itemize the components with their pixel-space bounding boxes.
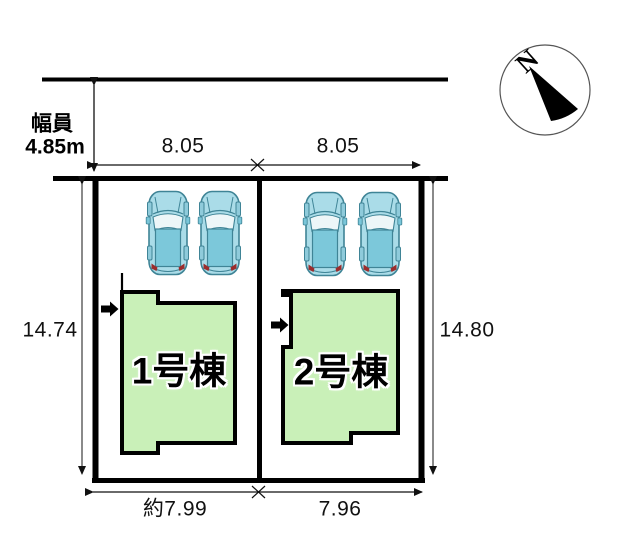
car [197, 190, 243, 276]
lot1-frontage-top-dimension: 8.05 [161, 134, 205, 158]
building-1-label: 1号棟 [131, 350, 227, 392]
road-width-label: 幅員 [31, 112, 73, 136]
road-width-value: 4.85m [25, 135, 85, 159]
building-2-footprint [281, 289, 400, 445]
top-dimension-tick [250, 158, 265, 172]
building-1-entrance-arrow-icon [101, 301, 119, 317]
building-2-label: 2号棟 [293, 351, 389, 393]
bottom-dimension-tick [251, 485, 266, 499]
building-2-entrance-arrow-icon [271, 317, 289, 333]
lot1-frontage-bottom-dimension: 約7.99 [142, 497, 208, 521]
compass: N [499, 43, 591, 136]
car [145, 190, 191, 276]
car [357, 191, 403, 277]
lot2-frontage-top-dimension: 8.05 [316, 134, 360, 158]
lot2-depth-dimension: 14.80 [439, 318, 495, 342]
parking-cars [145, 190, 403, 277]
lot2-frontage-bottom-dimension: 7.96 [318, 497, 362, 521]
lot1-depth-dimension: 14.74 [22, 318, 78, 342]
building-1-footprint [120, 290, 237, 455]
compass-needle-icon [529, 66, 578, 121]
car [302, 191, 348, 277]
